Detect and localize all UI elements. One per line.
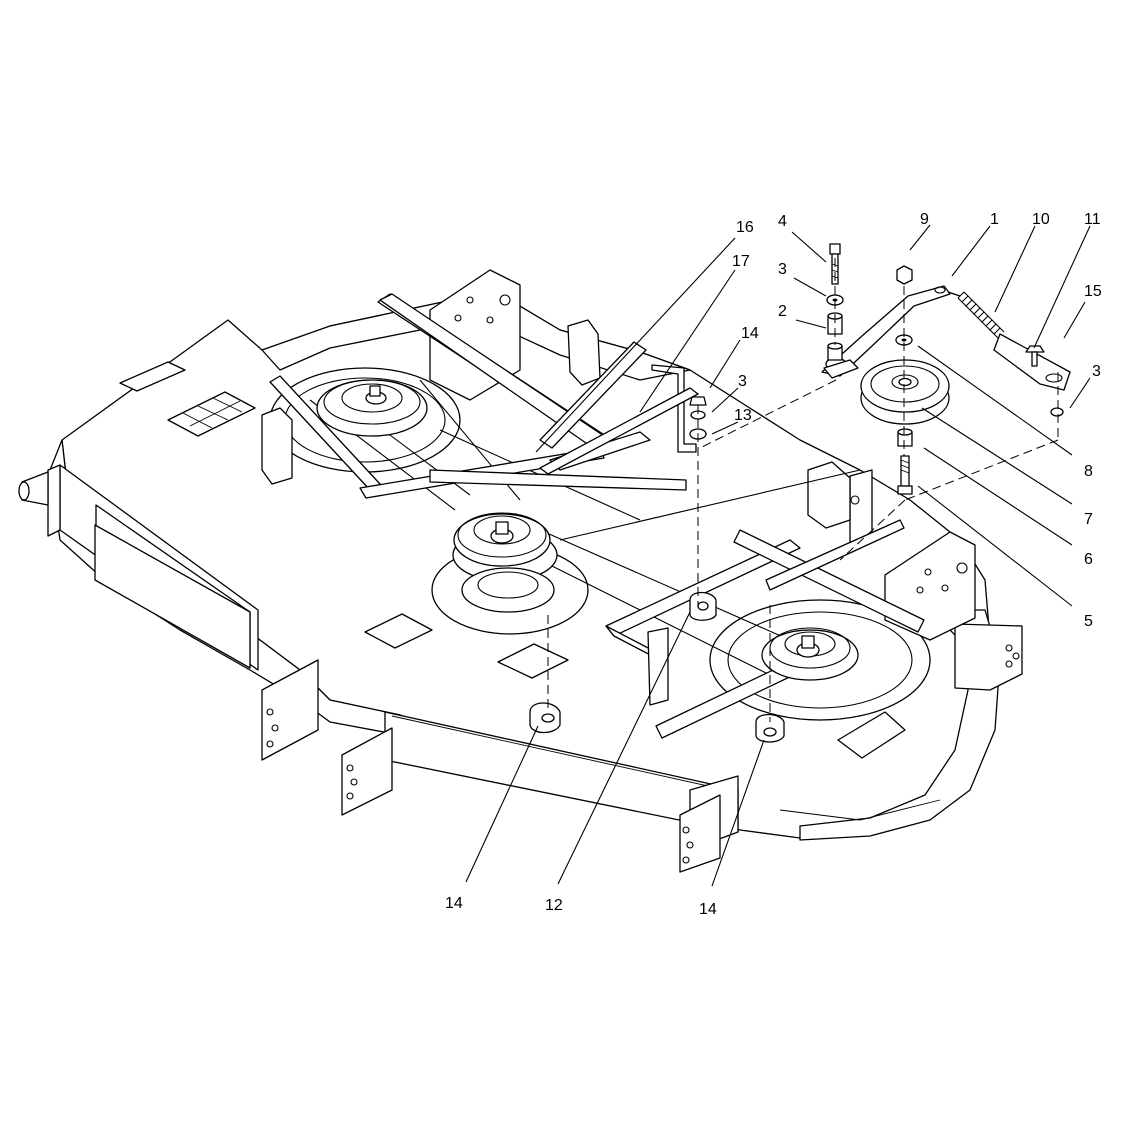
deck-nuts: [529, 591, 785, 743]
spindle-pulley-center: [452, 512, 558, 613]
callout-3-right: 3: [1092, 363, 1101, 380]
part-callouts: 4 3 2 9 1 10 11 15 3 8 7 6 5 16 17 14 3 …: [445, 211, 1102, 918]
callout-5: 5: [1084, 613, 1093, 630]
callout-12: 12: [545, 897, 563, 914]
alignment-lines: [547, 258, 1059, 722]
idler-arm-assembly: [539, 243, 1071, 495]
leader-lines: [465, 224, 1091, 887]
callout-3: 3: [778, 261, 787, 278]
belt-cover-frame: [269, 293, 925, 739]
callout-14-right: 14: [699, 901, 717, 918]
callout-3-mid: 3: [738, 373, 747, 390]
callout-11: 11: [1084, 211, 1101, 228]
callout-9: 9: [920, 211, 929, 228]
callout-8: 8: [1084, 463, 1093, 480]
callout-16: 16: [736, 219, 754, 236]
callout-6: 6: [1084, 551, 1093, 568]
callout-4: 4: [778, 213, 787, 230]
callout-15: 15: [1084, 283, 1102, 300]
callout-14-top: 14: [741, 325, 759, 342]
callout-13: 13: [734, 407, 752, 424]
callout-7: 7: [1084, 511, 1093, 528]
callout-14-left: 14: [445, 895, 463, 912]
callout-17: 17: [732, 253, 750, 270]
callout-1: 1: [990, 211, 999, 228]
spindle-pulley-left: [316, 379, 428, 437]
callout-10: 10: [1032, 211, 1050, 228]
callout-2: 2: [778, 303, 787, 320]
spindle-pulley-right: [761, 627, 859, 681]
